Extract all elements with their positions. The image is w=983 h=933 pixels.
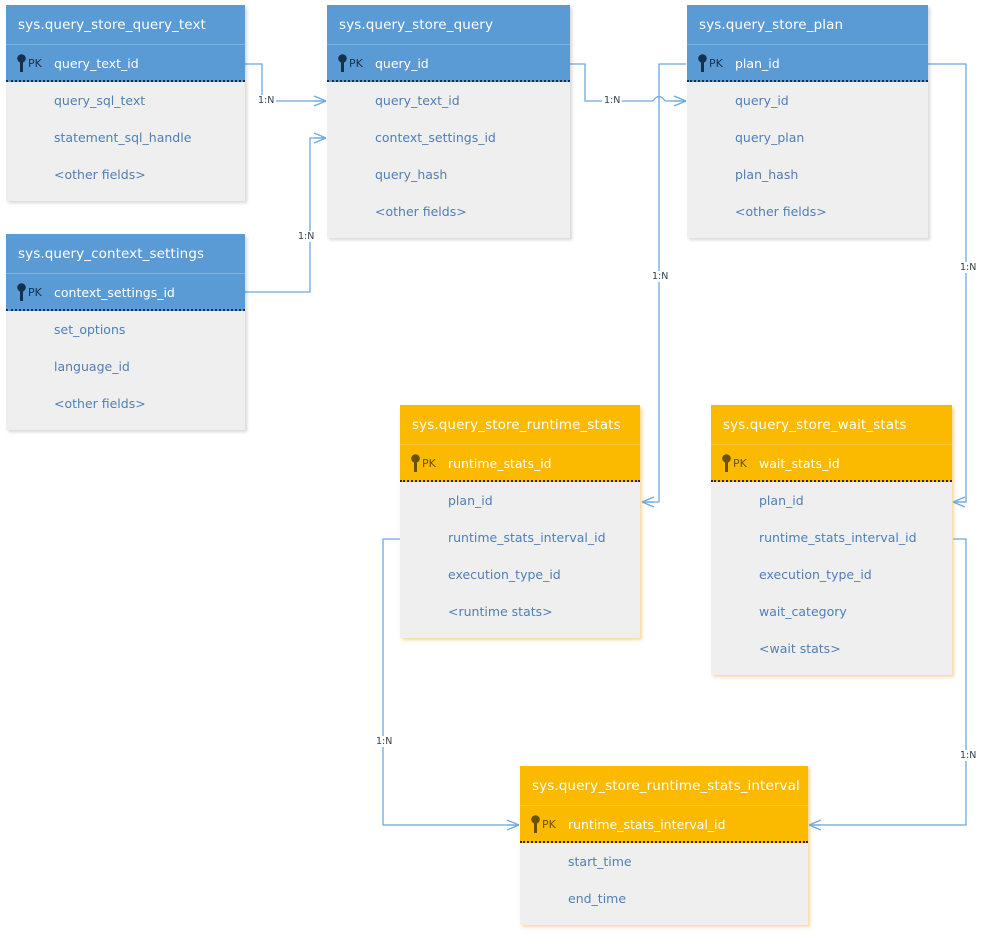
cardinality-label: 1:N xyxy=(650,271,671,282)
entity-field[interactable]: plan_id xyxy=(448,493,493,508)
entity-field[interactable]: end_time xyxy=(568,891,627,906)
entity-fields: query_id query_plan plan_hash <other fie… xyxy=(687,82,928,238)
entity-query-context-settings[interactable]: sys.query_context_settings PK context_se… xyxy=(6,234,245,430)
entity-primary-key-row[interactable]: PK context_settings_id xyxy=(6,274,245,311)
pk-badge: PK xyxy=(709,57,723,70)
entity-fields: query_text_id context_settings_id query_… xyxy=(327,82,570,238)
connector-query-to-plan xyxy=(570,63,687,107)
connector-context-to-query xyxy=(245,132,327,293)
pk-field-name: query_id xyxy=(375,56,429,71)
pk-field-name: query_text_id xyxy=(54,56,139,71)
key-icon xyxy=(722,454,731,472)
entity-query-store-runtime-stats[interactable]: sys.query_store_runtime_stats PK runtime… xyxy=(400,405,640,638)
entity-field[interactable]: language_id xyxy=(54,359,130,374)
pk-field-name: runtime_stats_interval_id xyxy=(568,817,726,832)
entity-title: sys.query_store_runtime_stats_interval xyxy=(520,766,808,806)
entity-fields: plan_id runtime_stats_interval_id execut… xyxy=(711,482,952,675)
cardinality-label: 1:N xyxy=(958,750,979,761)
entity-field[interactable]: <other fields> xyxy=(375,204,467,219)
entity-title: sys.query_store_query_text xyxy=(6,5,245,45)
entity-field[interactable]: execution_type_id xyxy=(448,567,561,582)
pk-field-name: runtime_stats_id xyxy=(448,456,552,471)
entity-query-store-query-text[interactable]: sys.query_store_query_text PK query_text… xyxy=(6,5,245,201)
entity-field[interactable]: query_plan xyxy=(735,130,805,145)
key-icon xyxy=(411,454,420,472)
entity-primary-key-row[interactable]: PK runtime_stats_interval_id xyxy=(520,806,808,843)
entity-field[interactable]: <other fields> xyxy=(735,204,827,219)
entity-title: sys.query_context_settings xyxy=(6,234,245,274)
entity-primary-key-row[interactable]: PK runtime_stats_id xyxy=(400,445,640,482)
entity-query-store-runtime-stats-interval[interactable]: sys.query_store_runtime_stats_interval P… xyxy=(520,766,808,925)
pk-badge: PK xyxy=(28,57,42,70)
entity-fields: query_sql_text statement_sql_handle <oth… xyxy=(6,82,245,201)
cardinality-label: 1:N xyxy=(256,95,277,106)
entity-field[interactable]: query_text_id xyxy=(375,93,460,108)
entity-field[interactable]: query_sql_text xyxy=(54,93,146,108)
cardinality-label: 1:N xyxy=(296,231,317,242)
pk-field-name: wait_stats_id xyxy=(759,456,840,471)
connector-plan-to-runtime-stats xyxy=(641,63,686,508)
entity-title: sys.query_store_wait_stats xyxy=(711,405,952,445)
entity-field[interactable]: <wait stats> xyxy=(759,641,841,656)
entity-field[interactable]: plan_hash xyxy=(735,167,799,182)
key-icon xyxy=(698,54,707,72)
pk-badge: PK xyxy=(349,57,363,70)
entity-field[interactable]: runtime_stats_interval_id xyxy=(448,530,606,545)
entity-primary-key-row[interactable]: PK plan_id xyxy=(687,45,928,82)
pk-badge: PK xyxy=(28,286,42,299)
entity-field[interactable]: plan_id xyxy=(759,493,804,508)
entity-field[interactable]: execution_type_id xyxy=(759,567,872,582)
key-icon xyxy=(17,54,26,72)
entity-field[interactable]: set_options xyxy=(54,322,126,337)
entity-primary-key-row[interactable]: PK query_id xyxy=(327,45,570,82)
cardinality-label: 1:N xyxy=(602,95,623,106)
entity-title: sys.query_store_plan xyxy=(687,5,928,45)
pk-field-name: plan_id xyxy=(735,56,780,71)
cardinality-label: 1:N xyxy=(374,736,395,747)
cardinality-label: 1:N xyxy=(958,262,979,273)
entity-fields: plan_id runtime_stats_interval_id execut… xyxy=(400,482,640,638)
entity-title: sys.query_store_runtime_stats xyxy=(400,405,640,445)
entity-fields: set_options language_id <other fields> xyxy=(6,311,245,430)
entity-field[interactable]: wait_category xyxy=(759,604,847,619)
entity-query-store-plan[interactable]: sys.query_store_plan PK plan_id query_id… xyxy=(687,5,928,238)
entity-query-store-query[interactable]: sys.query_store_query PK query_id query_… xyxy=(327,5,570,238)
entity-field[interactable]: start_time xyxy=(568,854,632,869)
entity-title: sys.query_store_query xyxy=(327,5,570,45)
entity-field[interactable]: <other fields> xyxy=(54,167,146,182)
entity-primary-key-row[interactable]: PK wait_stats_id xyxy=(711,445,952,482)
pk-badge: PK xyxy=(422,457,436,470)
entity-field[interactable]: query_id xyxy=(735,93,789,108)
entity-fields: start_time end_time xyxy=(520,843,808,925)
key-icon xyxy=(17,283,26,301)
entity-field[interactable]: statement_sql_handle xyxy=(54,130,192,145)
entity-primary-key-row[interactable]: PK query_text_id xyxy=(6,45,245,82)
pk-badge: PK xyxy=(733,457,747,470)
pk-badge: PK xyxy=(542,818,556,831)
entity-field[interactable]: runtime_stats_interval_id xyxy=(759,530,917,545)
entity-field[interactable]: <other fields> xyxy=(54,396,146,411)
key-icon xyxy=(338,54,347,72)
entity-field[interactable]: <runtime stats> xyxy=(448,604,553,619)
entity-field[interactable]: query_hash xyxy=(375,167,448,182)
entity-query-store-wait-stats[interactable]: sys.query_store_wait_stats PK wait_stats… xyxy=(711,405,952,675)
entity-field[interactable]: context_settings_id xyxy=(375,130,496,145)
pk-field-name: context_settings_id xyxy=(54,285,175,300)
key-icon xyxy=(531,815,540,833)
